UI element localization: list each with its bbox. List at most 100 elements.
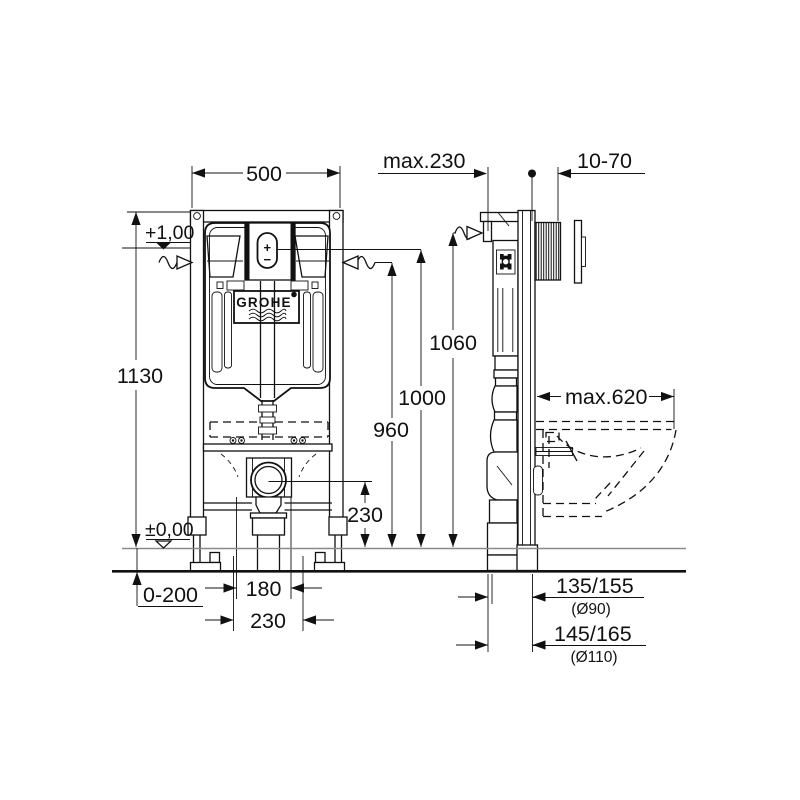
actuator-cylinder-ribbed [534,221,562,281]
dim-height-1060-label: 1060 [429,331,477,355]
foot-lip [314,551,326,564]
cross-rail-upper [202,443,333,452]
level-triangle-filled-icon [156,242,171,250]
side-rail [517,209,536,572]
pipe-coupling [258,426,277,435]
socket-flange [249,512,288,519]
hanger-bolts [229,437,306,444]
dim-button-depth-label: 10-70 [577,149,632,173]
flush-shaft-lines [259,281,276,398]
dim-wall-distance-label: max.230 [383,149,466,173]
insulation-pad [533,465,543,496]
wall-bracket-tab [482,220,493,243]
valve-notch [509,259,512,264]
plate-lug [290,280,309,291]
outlet-socket [251,517,286,536]
dim-drain-90-label: 135/155 [556,574,634,598]
fill-valve-housing [496,249,516,275]
level-mark-floor: ±0,00 [145,519,194,549]
dim-outlet-height: 230 [268,481,383,547]
cross-rail-lower [203,502,332,511]
foot-plate [189,561,222,572]
side-view [479,209,677,572]
logo-wave-icon [248,312,287,318]
dim-outlet-spacing-outer-label: 230 [250,609,286,633]
dim-outlet-spacing-outer: 230 [205,609,334,633]
dim-drain-110-label: 145/165 [554,622,632,646]
dim-height-1060: 1060 [429,225,483,547]
frame-screw-hole [193,212,201,220]
level-mark-upper: +1,00 [122,222,194,250]
dim-height-960-label: 960 [373,418,409,442]
dim-button-depth: 10-70 [558,149,645,179]
swivel-arc-dashed [220,453,239,478]
dim-frame-width: 500 [191,162,341,208]
dim-frame-height: 1130 [117,211,191,547]
tank-slot [303,291,311,369]
valve-notch [499,259,502,264]
wall-bracket [479,211,521,223]
break-arrows-front [158,255,392,270]
drain-elbow [486,451,519,501]
push-button-knob [581,236,586,267]
dim-height-1000: 1000 [278,249,446,547]
tank-slot [224,291,232,369]
frame-left-rail [189,209,205,522]
pipe-bulge [489,419,518,453]
dim-outlet-height-label: 230 [347,503,383,527]
logo-wave-icon [248,308,287,314]
logo-wave-icon [248,316,287,322]
dim-frame-height-label: 1130 [117,364,163,388]
dim-outlet-spacing-inner: 180 [205,577,322,601]
registered-trademark-dot [291,291,297,298]
valve-notch [503,267,508,270]
dim-foot-range-label: 0-200 [143,583,198,607]
foot-plate [313,561,346,572]
dim-outlet-spacing-inner-label: 180 [246,577,282,601]
frame-right-rail [328,209,344,522]
valve-notch [503,253,508,256]
tank-slot [312,291,324,373]
wall-bracket-clip [497,212,510,227]
dim-bowl-depth: max.620 [537,385,675,429]
outlet-pipe-down [256,535,281,571]
tank-left-volume [206,235,241,278]
tank-ribs [497,288,514,352]
break-squiggle-icon [158,255,178,270]
plate-lug [226,280,245,291]
dim-drain-110: 145/165 (Ø110) [456,622,646,666]
tank-taper [494,355,519,371]
drain-bend-inner [254,465,283,495]
push-button-plate [573,219,583,284]
stud-tick [565,440,578,462]
side-rail-inner-lines [522,211,531,570]
plate-lug-small [311,281,319,289]
pipe-ring [494,377,518,387]
pipe-bulge [491,385,518,413]
swivel-arc-dashed [298,453,317,478]
logo-plate [233,290,300,324]
flush-plate-right-bar [290,223,295,280]
drain-socket [486,522,519,556]
brand-logo-text: GROHE [236,295,292,310]
foot-adjuster-block [328,516,348,536]
level-triangle-open-icon [154,540,173,549]
plate-lug-small [216,281,224,289]
foot-lip [209,551,221,564]
flush-plate-left-bar [245,223,250,280]
foot-adjuster-block [187,516,207,536]
wc-bowl-dashed-outline [536,420,677,518]
level-upper-label: +1,00 [145,222,194,244]
dim-frame-width-label: 500 [246,162,282,186]
drain-adapter [255,496,282,514]
frame-screw-hole [332,212,341,220]
dim-drain-90: 135/155 (Ø90) [458,574,644,652]
dim-height-1000-label: 1000 [398,386,446,410]
drain-bend-outer [250,461,287,499]
dim-reference-dot [528,169,536,178]
dim-foot-range: 0-200 [132,548,203,607]
dim-drain-110-diameter-label: (Ø110) [570,649,617,666]
pipe-ring [493,411,518,421]
